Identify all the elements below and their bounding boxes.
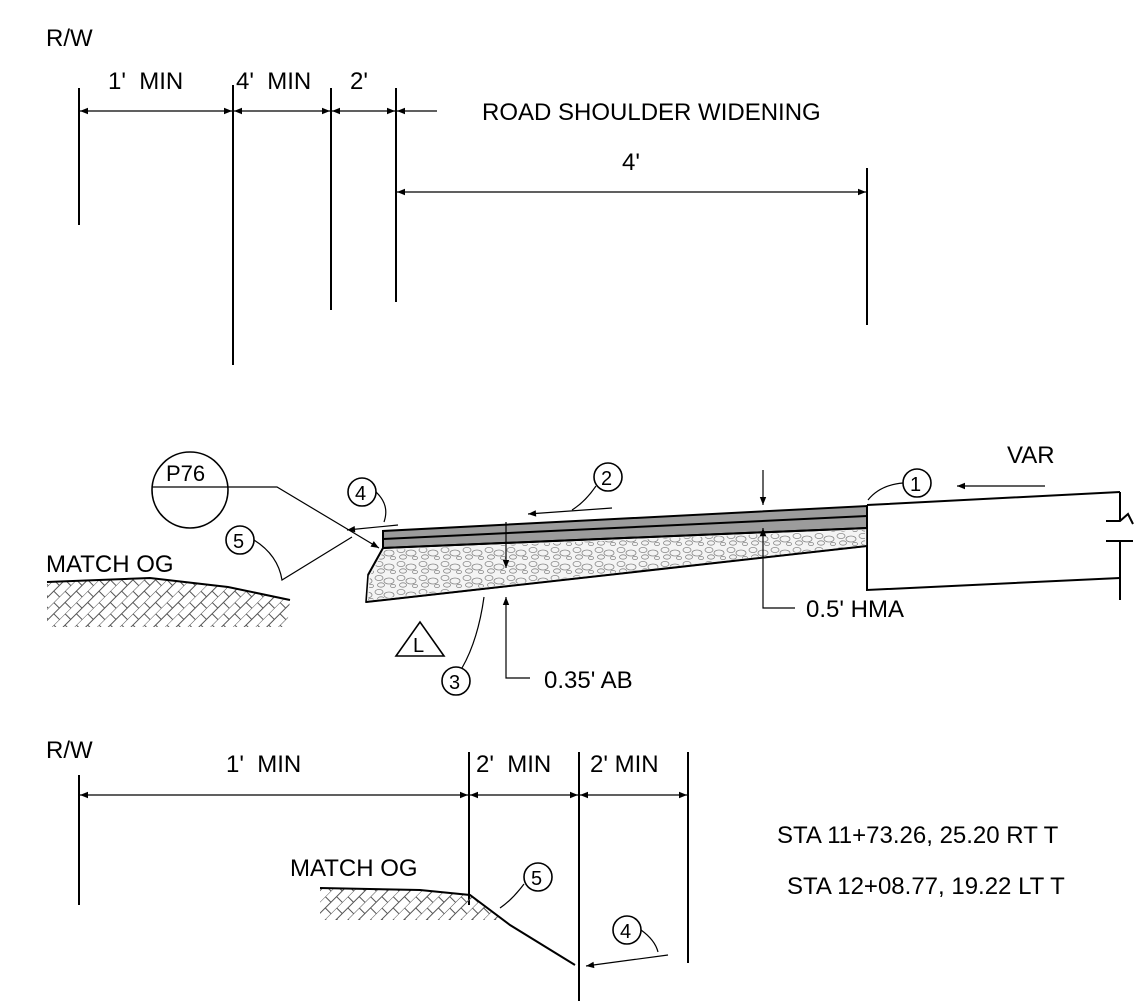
ab-label-leader xyxy=(505,640,530,679)
bottom-dim-1-label: 1' MIN xyxy=(226,751,301,778)
callout-1-leader xyxy=(867,482,904,501)
bottom-dim-3-label: 2' MIN xyxy=(590,751,659,778)
bottom-callout-4-leader xyxy=(640,929,659,953)
callout-3-bubble xyxy=(441,666,471,696)
callout-2-leader xyxy=(571,485,597,511)
top-widening-label: 4' xyxy=(622,149,640,176)
callout-4-label: 4 xyxy=(355,483,366,505)
break-symbol xyxy=(1106,512,1134,600)
top-dim-2-label: 4' MIN xyxy=(236,68,311,95)
station-line-1: STA 11+73.26, 25.20 RT T xyxy=(777,822,1059,849)
top-dim-3-label: 2' xyxy=(350,68,368,95)
top-dimension-detail: R/W 1' MIN 4' MIN 2' ROAD SHOULDER WIDEN… xyxy=(46,25,868,365)
callout-4-arrow xyxy=(346,524,399,533)
detail-tag-bubble xyxy=(151,451,229,529)
detail-tag-leader xyxy=(228,486,380,549)
ab-bottom-line xyxy=(365,545,868,603)
section-left-bevel xyxy=(367,547,384,576)
top-title-label: ROAD SHOULDER WIDENING xyxy=(482,99,821,126)
existing-pavement-edge xyxy=(866,491,1121,592)
triangle-tag-label: L xyxy=(413,635,424,657)
bottom-callout-4-label: 4 xyxy=(620,921,631,943)
bottom-dim-2-label: 2' MIN xyxy=(476,751,551,778)
detail-tag-label: P76 xyxy=(166,461,205,486)
bottom-callout-5-bubble xyxy=(523,862,553,892)
bottom-dimension-detail: R/W 1' MIN 2' MIN 2' MIN MATCH OG 5 4 xyxy=(46,737,689,1001)
aggregate-base-texture xyxy=(368,530,865,600)
hma-label-leader xyxy=(762,570,795,609)
callout-5-leader xyxy=(253,536,353,581)
top-rw-label: R/W xyxy=(46,25,93,52)
bottom-callout-4-arrow xyxy=(585,954,669,969)
pavement-cross-section: P76 1 VAR 2 4 5 MATCH OG 0.5' HMA xyxy=(46,442,1134,696)
bottom-rw-label: R/W xyxy=(46,737,93,764)
original-ground-line xyxy=(46,576,291,601)
slope-arrow xyxy=(527,507,613,517)
match-og-label: MATCH OG xyxy=(46,551,174,578)
hma-lift-line xyxy=(382,515,868,540)
triangle-tag xyxy=(394,620,446,657)
bottom-callout-5-leader xyxy=(499,883,525,909)
bottom-callout-5-label: 5 xyxy=(531,868,542,890)
ab-label: 0.35' AB xyxy=(544,667,633,694)
bottom-ground-line xyxy=(319,887,576,966)
callout-5-label: 5 xyxy=(233,531,244,553)
hma-label: 0.5' HMA xyxy=(806,596,904,623)
callout-2-bubble xyxy=(593,462,623,492)
callout-3-leader xyxy=(461,596,485,669)
top-dim-1-label: 1' MIN xyxy=(108,68,183,95)
callout-1-label: 1 xyxy=(910,474,921,496)
original-ground-hatch xyxy=(47,578,290,627)
callout-2-label: 2 xyxy=(601,468,612,490)
hma-bottom-line xyxy=(382,527,868,549)
bottom-match-og-label: MATCH OG xyxy=(290,855,418,882)
callout-3-label: 3 xyxy=(449,672,460,694)
station-notes: STA 11+73.26, 25.20 RT T STA 12+08.77, 1… xyxy=(777,822,1065,900)
bottom-ground-hatch xyxy=(320,888,505,920)
var-label: VAR xyxy=(1007,442,1055,469)
callout-4-leader xyxy=(375,491,387,523)
station-line-2: STA 12+08.77, 19.22 LT T xyxy=(787,873,1065,900)
